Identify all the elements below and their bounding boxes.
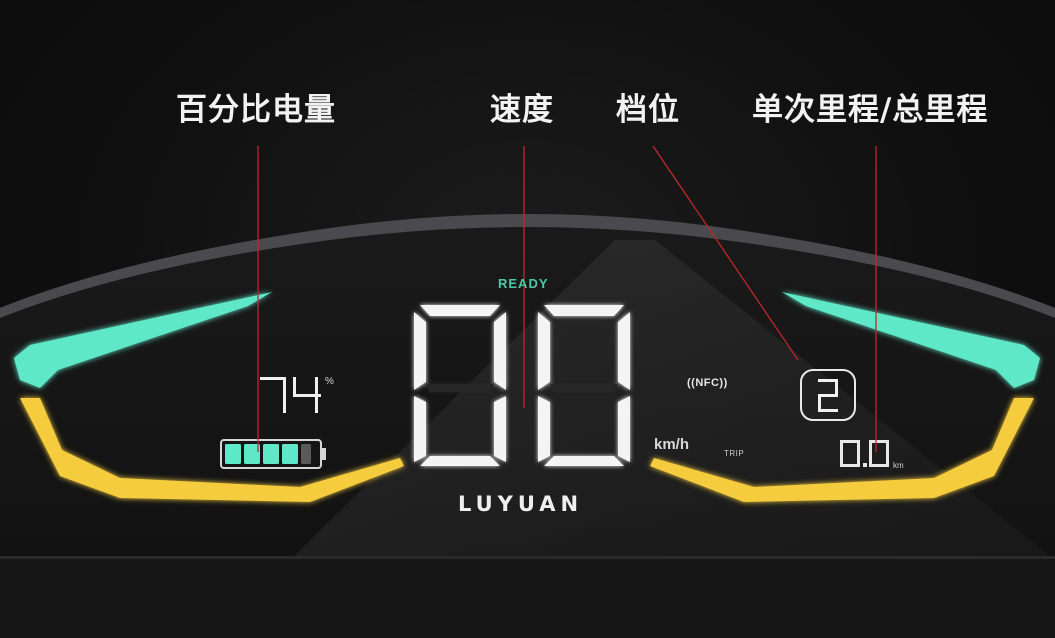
callout-lines xyxy=(257,145,877,452)
gear-indicator xyxy=(800,369,856,421)
battery-digit-4 xyxy=(293,377,321,413)
dashboard-base xyxy=(0,558,1055,638)
brand-logo: LUYUAN xyxy=(458,492,584,516)
battery-digit-7 xyxy=(260,377,286,413)
battery-level-cell xyxy=(263,444,279,464)
speed-digit-1 xyxy=(414,305,506,466)
odometer-unit: km xyxy=(893,461,904,470)
battery-percent-unit: % xyxy=(325,376,334,387)
battery-icon xyxy=(220,439,326,469)
battery-level-cell xyxy=(282,444,298,464)
nfc-icon: ((NFC)) xyxy=(687,377,728,389)
callout-speed-label: 速度 xyxy=(490,92,554,128)
left-teal-bar xyxy=(14,292,272,388)
odometer-digits xyxy=(840,440,889,467)
right-teal-bar xyxy=(782,292,1040,388)
callout-trip-label: 单次里程/总里程 xyxy=(752,92,989,128)
trip-label: TRIP xyxy=(724,449,745,458)
speed-unit: km/h xyxy=(654,436,690,453)
battery-level-cell xyxy=(244,444,260,464)
callout-battery-label: 百分比电量 xyxy=(176,92,336,128)
glass-glare xyxy=(290,240,1055,560)
gear-digit-2 xyxy=(818,379,838,412)
speed-digit-2 xyxy=(538,305,630,466)
callout-gear-label: 档位 xyxy=(616,92,680,128)
gear-callout-line xyxy=(652,145,799,361)
battery-level-cell xyxy=(301,444,311,464)
battery-level-cell xyxy=(225,444,241,464)
ready-status: READY xyxy=(498,276,549,291)
